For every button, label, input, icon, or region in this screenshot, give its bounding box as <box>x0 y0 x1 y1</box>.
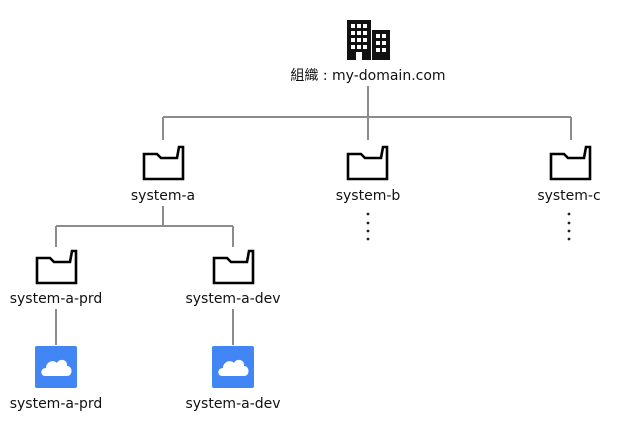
project-node-system-a-prd[interactable]: system-a-prd <box>10 346 103 412</box>
folder-node-system-a[interactable]: system-a <box>131 145 195 204</box>
project-node-system-a-dev[interactable]: system-a-dev <box>185 346 281 412</box>
folder-icon <box>346 145 389 181</box>
folder-label-system-a-dev: system-a-dev <box>185 291 280 307</box>
folder-icon <box>142 145 185 181</box>
folder-node-system-c[interactable]: system-c <box>537 145 601 241</box>
project-label-system-a-dev: system-a-dev <box>185 396 280 412</box>
folder-node-system-b[interactable]: system-b <box>336 145 401 241</box>
cloud-icon <box>35 346 77 388</box>
more-ellipsis-icon <box>567 212 571 241</box>
folder-node-system-a-dev[interactable]: system-a-dev <box>185 249 281 307</box>
folder-node-system-a-prd[interactable]: system-a-prd <box>10 249 103 307</box>
folder-icon <box>549 145 592 181</box>
project-label-system-a-prd: system-a-prd <box>10 396 103 412</box>
folder-icon <box>212 249 255 285</box>
folder-label-system-a: system-a <box>131 188 195 204</box>
more-ellipsis-icon <box>366 212 370 241</box>
folder-label-system-a-prd: system-a-prd <box>10 291 103 307</box>
building-icon <box>347 20 390 60</box>
cloud-icon <box>212 346 254 388</box>
folder-label-system-c: system-c <box>537 188 600 204</box>
folder-icon <box>35 249 78 285</box>
org-node: 組織 : my-domain.com <box>290 20 446 84</box>
folder-label-system-b: system-b <box>336 188 401 204</box>
org-label: 組織 : my-domain.com <box>290 68 445 84</box>
connectors <box>55 86 572 345</box>
